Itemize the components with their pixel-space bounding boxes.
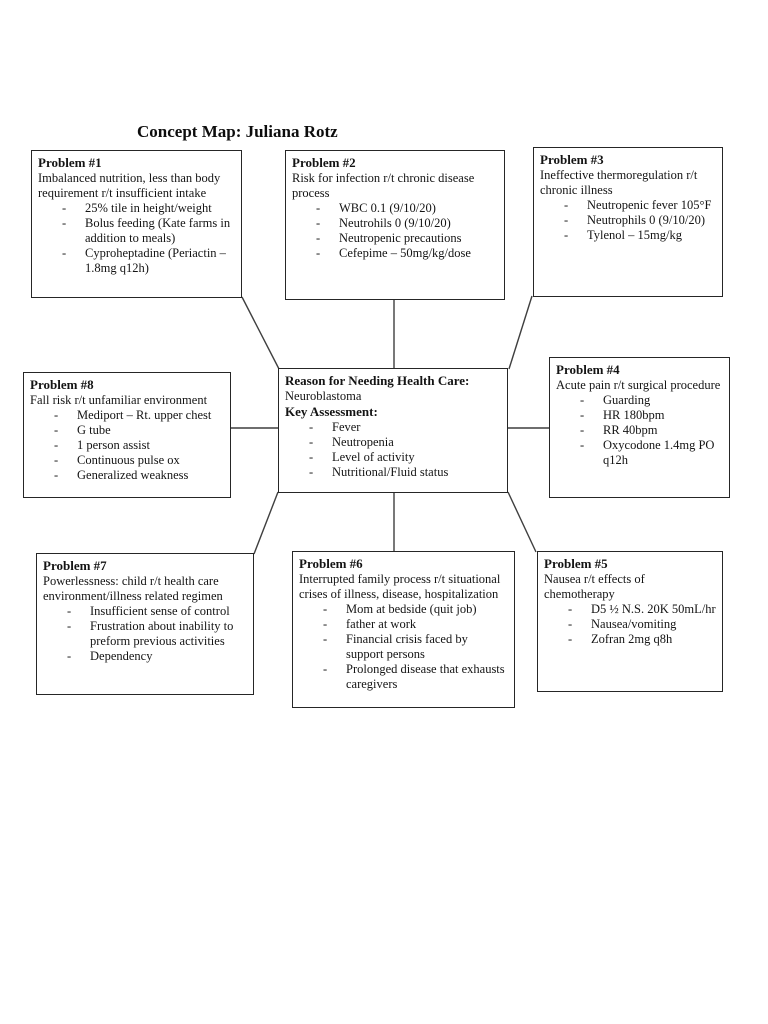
list-item: Nutritional/Fluid status <box>285 465 501 480</box>
problem-8-list: Mediport – Rt. upper chest G tube 1 pers… <box>30 408 224 483</box>
problem-8-description: Fall risk r/t unfamiliar environment <box>30 393 208 407</box>
connector-problem5-center <box>507 491 537 553</box>
problem-6-description: Interrupted family process r/t situation… <box>299 572 501 601</box>
reason-label: Reason for Needing Health Care: <box>285 373 470 388</box>
problem-1-title: Problem #1 <box>38 155 102 170</box>
list-item: HR 180bpm <box>556 408 723 423</box>
list-item: Continuous pulse ox <box>30 453 224 468</box>
problem-8-title: Problem #8 <box>30 377 94 392</box>
connector-problem7-center <box>253 491 279 555</box>
problem-5-description: Nausea r/t effects of chemotherapy <box>544 572 645 601</box>
connector-problem1-center <box>241 296 280 370</box>
problem-5-box: Problem #5 Nausea r/t effects of chemoth… <box>537 551 723 692</box>
list-item: Level of activity <box>285 450 501 465</box>
problem-2-list: WBC 0.1 (9/10/20) Neutrohils 0 (9/10/20)… <box>292 201 498 261</box>
problem-2-box: Problem #2 Risk for infection r/t chroni… <box>285 150 505 300</box>
problem-5-title: Problem #5 <box>544 556 608 571</box>
list-item: Neutrophils 0 (9/10/20) <box>540 213 716 228</box>
problem-3-title: Problem #3 <box>540 152 604 167</box>
list-item: WBC 0.1 (9/10/20) <box>292 201 498 216</box>
list-item: 25% tile in height/weight <box>38 201 235 216</box>
list-item: Neutropenic precautions <box>292 231 498 246</box>
list-item: Frustration about inability to preform p… <box>43 619 247 649</box>
key-assessment-label: Key Assessment: <box>285 404 378 419</box>
problem-4-title: Problem #4 <box>556 362 620 377</box>
problem-7-list: Insufficient sense of control Frustratio… <box>43 604 247 664</box>
problem-3-list: Neutropenic fever 105°F Neutrophils 0 (9… <box>540 198 716 243</box>
problem-3-description: Ineffective thermoregulation r/t chronic… <box>540 168 698 197</box>
problem-6-box: Problem #6 Interrupted family process r/… <box>292 551 515 708</box>
list-item: G tube <box>30 423 224 438</box>
list-item: Zofran 2mg q8h <box>544 632 716 647</box>
key-assessment-list: Fever Neutropenia Level of activity Nutr… <box>285 420 501 480</box>
list-item: RR 40bpm <box>556 423 723 438</box>
reason-for-care-box: Reason for Needing Health Care: Neurobla… <box>278 368 508 493</box>
problem-6-title: Problem #6 <box>299 556 363 571</box>
list-item: 1 person assist <box>30 438 224 453</box>
problem-4-list: Guarding HR 180bpm RR 40bpm Oxycodone 1.… <box>556 393 723 468</box>
list-item: Tylenol – 15mg/kg <box>540 228 716 243</box>
list-item: father at work <box>299 617 508 632</box>
list-item: Cyproheptadine (Periactin – 1.8mg q12h) <box>38 246 235 276</box>
problem-2-title: Problem #2 <box>292 155 356 170</box>
list-item: Oxycodone 1.4mg PO q12h <box>556 438 723 468</box>
list-item: Mom at bedside (quit job) <box>299 602 508 617</box>
problem-1-list: 25% tile in height/weight Bolus feeding … <box>38 201 235 276</box>
connector-problem3-center <box>508 295 533 370</box>
list-item: D5 ½ N.S. 20K 50mL/hr <box>544 602 716 617</box>
problem-5-list: D5 ½ N.S. 20K 50mL/hr Nausea/vomiting Zo… <box>544 602 716 647</box>
problem-6-list: Mom at bedside (quit job) father at work… <box>299 602 508 692</box>
list-item: Nausea/vomiting <box>544 617 716 632</box>
list-item: Prolonged disease that exhausts caregive… <box>299 662 508 692</box>
problem-7-box: Problem #7 Powerlessness: child r/t heal… <box>36 553 254 695</box>
problem-2-description: Risk for infection r/t chronic disease p… <box>292 171 475 200</box>
list-item: Mediport – Rt. upper chest <box>30 408 224 423</box>
problem-4-description: Acute pain r/t surgical procedure <box>556 378 721 392</box>
list-item: Bolus feeding (Kate farms in addition to… <box>38 216 235 246</box>
problem-4-box: Problem #4 Acute pain r/t surgical proce… <box>549 357 730 498</box>
list-item: Financial crisis faced by support person… <box>299 632 508 662</box>
list-item: Generalized weakness <box>30 468 224 483</box>
list-item: Dependency <box>43 649 247 664</box>
page-title: Concept Map: Juliana Rotz <box>137 122 338 141</box>
list-item: Neutropenic fever 105°F <box>540 198 716 213</box>
problem-1-box: Problem #1 Imbalanced nutrition, less th… <box>31 150 242 298</box>
problem-7-title: Problem #7 <box>43 558 107 573</box>
reason-value: Neuroblastoma <box>285 389 362 403</box>
list-item: Insufficient sense of control <box>43 604 247 619</box>
problem-8-box: Problem #8 Fall risk r/t unfamiliar envi… <box>23 372 231 498</box>
problem-1-description: Imbalanced nutrition, less than body req… <box>38 171 221 200</box>
list-item: Neutropenia <box>285 435 501 450</box>
problem-7-description: Powerlessness: child r/t health care env… <box>43 574 223 603</box>
list-item: Neutrohils 0 (9/10/20) <box>292 216 498 231</box>
list-item: Cefepime – 50mg/kg/dose <box>292 246 498 261</box>
list-item: Guarding <box>556 393 723 408</box>
problem-3-box: Problem #3 Ineffective thermoregulation … <box>533 147 723 297</box>
list-item: Fever <box>285 420 501 435</box>
